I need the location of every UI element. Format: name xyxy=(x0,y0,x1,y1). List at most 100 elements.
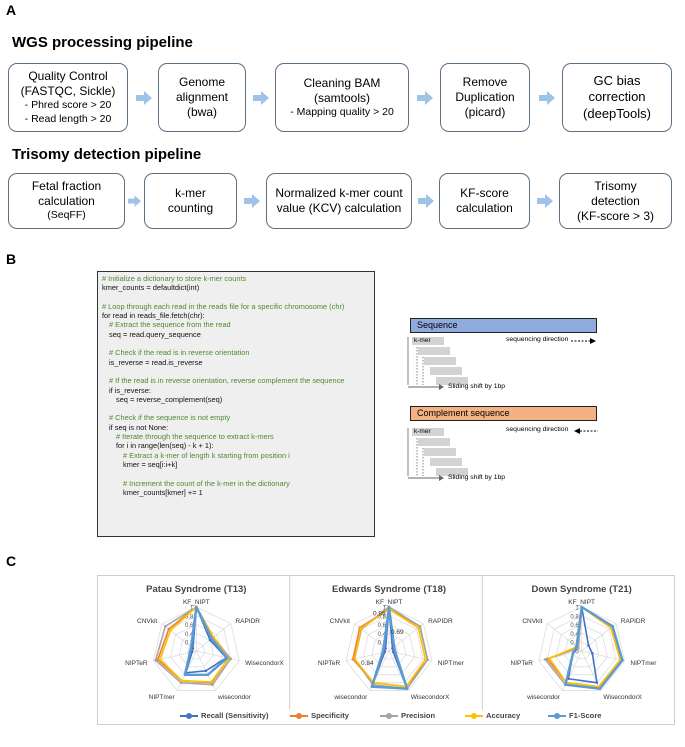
radar-data-point xyxy=(158,658,162,661)
sequence-bar: Sequence xyxy=(410,318,597,333)
radar-axis-label: KF_NIPT xyxy=(376,599,403,606)
radar-data-point xyxy=(225,656,229,660)
radar-tick-label: 1 xyxy=(575,606,579,612)
step-title: Fetal fraction calculation xyxy=(31,179,102,209)
code-comment-line: # If the read is in reverse orientation,… xyxy=(109,376,345,386)
legend-item: Specificity xyxy=(290,711,349,720)
step-title: KF-score calculation xyxy=(456,186,513,215)
radar-data-point xyxy=(387,605,391,609)
wgs-step-gc-bias-correction: GC bias correction (deepTools) xyxy=(562,63,672,132)
code-comment-line: # Check if the sequence is not empty xyxy=(109,413,231,423)
radar-tick-label: 0.8 xyxy=(378,614,387,620)
radar-tick-label: 0.6 xyxy=(185,623,194,629)
step-note: - Mapping quality > 20 xyxy=(290,105,394,118)
direction-right-arrow-icon xyxy=(571,338,596,344)
radar-data-point xyxy=(548,657,551,660)
step-title: Remove Duplication xyxy=(455,75,515,104)
legend-label: F1-Score xyxy=(569,711,602,720)
code-line xyxy=(102,339,370,348)
legend-swatch-icon xyxy=(548,713,566,719)
radar-tick-label: 0.8 xyxy=(185,614,194,620)
code-line: for i in range(len(seq) - k + 1): xyxy=(116,441,214,451)
radar-data-point xyxy=(564,683,567,686)
kmer-block xyxy=(418,347,450,355)
radar-chart-title: Down Syndrome (T21) xyxy=(532,584,632,595)
kmer-block: k-mer xyxy=(412,428,444,436)
radar-data-point xyxy=(206,673,210,677)
wgs-step-remove-duplication: Remove Duplication (picard) xyxy=(440,63,530,132)
radar-series-line xyxy=(353,608,427,688)
radar-chart: Edwards Syndrome (T18)KF_NIPTRAPIDRNIPTm… xyxy=(289,575,465,710)
sequencing-direction-label: sequencing direction xyxy=(506,426,569,433)
step-title: Normalized k-mer count value (KCV) calcu… xyxy=(275,186,403,215)
wgs-step-genome-alignment: Genome alignment (bwa) xyxy=(158,63,246,132)
radar-data-point xyxy=(580,605,583,609)
radar-axis-label: RAPIDR xyxy=(621,618,646,625)
radar-tick-label: 0 xyxy=(575,650,579,656)
code-line: kmer_counts = defaultdict(int) xyxy=(102,283,200,293)
step-title: Genome alignment xyxy=(175,75,229,104)
radar-grid-ring xyxy=(178,633,214,668)
legend-swatch-icon xyxy=(290,713,308,719)
legend-label: Accuracy xyxy=(486,711,521,720)
radar-axis-label: NIPTeR xyxy=(125,660,148,667)
step-tool: (bwa) xyxy=(186,105,217,119)
radar-tick-label: 0.2 xyxy=(378,641,387,647)
step-tool: (SeqFF) xyxy=(47,209,86,222)
code-line: if is_reverse: xyxy=(109,385,151,395)
step-tool: (samtools) xyxy=(313,90,370,105)
wgs-step-cleaning-bam: Cleaning BAM (samtools) - Mapping qualit… xyxy=(275,63,409,132)
radar-chart-title: Patau Syndrome (T13) xyxy=(146,584,246,595)
legend-label: Precision xyxy=(401,711,436,720)
radar-axis-label: CNVkit xyxy=(330,618,350,625)
radar-data-point xyxy=(353,657,356,661)
wgs-pipeline-title: WGS processing pipeline xyxy=(12,34,193,51)
radar-data-point xyxy=(611,625,614,628)
radar-tick-label: 0.6 xyxy=(570,623,579,629)
radar-data-point xyxy=(169,629,172,632)
sliding-window-guides xyxy=(407,337,444,390)
radar-data-point xyxy=(381,651,384,654)
flow-arrow-icon xyxy=(253,91,269,105)
radar-series-line xyxy=(548,606,622,688)
radar-axis-label: NIPTeR xyxy=(511,660,534,667)
step-tool: (KF-score > 3) xyxy=(576,208,654,223)
kmer-block xyxy=(418,438,450,446)
radar-data-point xyxy=(424,658,427,661)
flow-arrow-icon xyxy=(537,194,553,208)
step-note: - Read length > 20 xyxy=(24,112,112,125)
radar-data-point xyxy=(392,645,396,649)
code-comment-line: # Initialize a dictionary to store k-mer… xyxy=(102,274,247,283)
radar-data-point xyxy=(543,658,547,661)
radar-data-point xyxy=(359,627,363,630)
code-line: seq = read.query_sequence xyxy=(109,329,201,339)
radar-data-point xyxy=(195,605,198,609)
radar-axis-label: NIPTeR xyxy=(318,660,341,667)
code-line: if seq is not None: xyxy=(109,422,169,432)
radar-data-point xyxy=(621,659,624,662)
step-tool: (deepTools) xyxy=(583,105,651,121)
radar-charts: Patau Syndrome (T13) KF_NIPT RAPIDR Wisecon… xyxy=(125,575,657,710)
radar-data-point xyxy=(209,680,213,684)
trisomy-step-detection: Trisomy detection (KF-score > 3) xyxy=(559,173,672,229)
step-title: Quality Control xyxy=(28,69,108,84)
flow-arrow-icon xyxy=(418,194,434,208)
code-comment-line: # Extract a k-mer of length k starting f… xyxy=(123,450,290,460)
code-comment-line: # Check if the read is in reverse orient… xyxy=(109,348,250,358)
radar-tick-label: 0.8 xyxy=(570,614,579,620)
radar-data-point xyxy=(595,681,599,685)
radar-axis-label: CNVkit xyxy=(522,618,542,625)
trisomy-step-kcv-calculation: Normalized k-mer count value (KCV) calcu… xyxy=(266,173,412,229)
flow-arrow-icon xyxy=(539,91,555,105)
kmer-block xyxy=(430,458,462,466)
trisomy-step-kmer-counting: k-mer counting xyxy=(144,173,237,229)
radar-data-point xyxy=(370,685,374,688)
code-line xyxy=(102,404,370,413)
radar-axis-label: WisecondorX xyxy=(603,694,642,701)
direction-left-arrow-icon xyxy=(574,428,598,434)
radar-data-point xyxy=(571,651,575,655)
code-line xyxy=(102,367,370,376)
trisomy-step-kf-score: KF-score calculation xyxy=(439,173,530,229)
step-title: Cleaning BAM xyxy=(303,75,381,90)
wgs-step-quality-control: Quality Control (FASTQC, Sickle) - Phred… xyxy=(8,63,128,132)
